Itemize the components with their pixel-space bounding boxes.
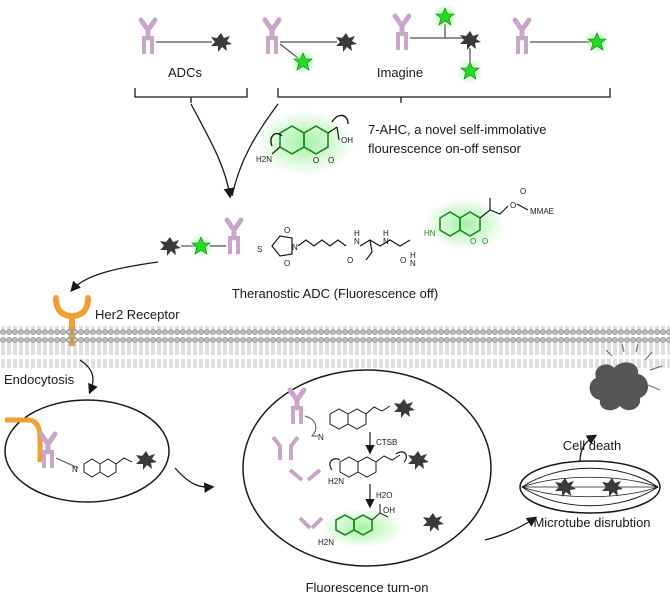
mmae-label: MMAE <box>530 207 554 216</box>
h2o-label: H2O <box>376 491 392 500</box>
antibody-icon <box>41 434 55 468</box>
imagine-bracket <box>277 88 611 98</box>
imagine-to-theranostic-arrow <box>231 103 279 197</box>
cell-membrane <box>0 326 670 368</box>
endocytosis-arrow <box>79 359 98 395</box>
amide2-n-label: N <box>383 237 389 246</box>
explosion-icon <box>589 343 663 411</box>
antibody-fragment-icon <box>271 435 300 460</box>
endosome-to-lysosome-arrow <box>174 467 215 493</box>
payload-icon <box>160 237 181 256</box>
payload-icon <box>602 478 623 497</box>
adcs-to-theranostic-arrow <box>190 103 234 199</box>
amide3-n-label: N <box>410 259 416 268</box>
adc-to-receptor-arrow <box>70 261 159 292</box>
n-label: N <box>72 465 78 474</box>
7-ahc-molecule: OH H2N O O <box>255 110 355 176</box>
maleimide-n-label: N <box>292 243 298 252</box>
lysosome-to-microtubule-arrow <box>484 516 538 541</box>
payload-icon <box>460 31 481 50</box>
theranostic-adc: S O O N H N O H N O H N HN O O O O MMAE <box>160 187 554 268</box>
payload-icon <box>423 513 444 532</box>
lysosome: N CTSB H2N H2O OH H2N <box>242 369 492 567</box>
antibody-icon <box>141 20 155 54</box>
ester-carbonyl-o-label: O <box>520 187 526 196</box>
her2-receptor-icon <box>5 417 43 462</box>
antibody-icon <box>227 220 241 254</box>
microtubule-to-death-arrow <box>579 434 598 463</box>
antibody-fragment-icon <box>298 516 324 530</box>
imagine-construct-1 <box>265 20 357 75</box>
antibody-icon <box>265 20 279 54</box>
endosome: N <box>4 399 170 503</box>
hn-label: HN <box>424 229 436 238</box>
theranostic-label: Theranostic ADC (Fluorescence off) <box>232 286 438 301</box>
antibody-icon <box>395 16 409 50</box>
sensor-title-line1: 7-AHC, a novel self-immolative <box>368 122 546 137</box>
her2-label: Her2 Receptor <box>95 307 180 322</box>
cell-death-label: Cell death <box>563 438 622 453</box>
ester-o-label: O <box>510 201 516 210</box>
payload-icon <box>211 33 232 52</box>
maleimide-o1-label: O <box>284 226 290 235</box>
maleimide-o2-label: O <box>284 259 290 268</box>
h2n-label: H2N <box>256 155 272 164</box>
oh-label: OH <box>341 136 353 145</box>
h2n-label: H2N <box>318 538 334 547</box>
ring-oxygen-label: O <box>313 156 319 165</box>
amide2-o-label: O <box>400 256 406 265</box>
fluorescence-turn-on-label: Fluorescence turn-on <box>306 580 429 595</box>
ctsb-label: CTSB <box>376 438 397 447</box>
amide2-h-label: H <box>383 229 389 238</box>
carbonyl-o-green-label: O <box>482 237 488 246</box>
adcs-bracket <box>134 88 248 98</box>
microtubule-spindle <box>519 460 661 514</box>
adc-construct <box>141 20 232 54</box>
payload-icon <box>336 33 357 52</box>
carbonyl-oxygen-label: O <box>328 156 334 165</box>
amide1-h-label: H <box>354 229 360 238</box>
payload-icon <box>394 399 415 418</box>
microtube-label: Microtube disrubtion <box>533 515 650 530</box>
imagine-label: Imagine <box>377 65 423 80</box>
oh-label: OH <box>383 506 395 515</box>
amide1-o-label: O <box>347 256 353 265</box>
sensor-title-line2: flourescence on-off sensor <box>368 141 522 156</box>
payload-icon <box>408 451 429 470</box>
n-label: N <box>318 433 324 442</box>
antibody-fragment-icon <box>288 468 304 482</box>
antibody-fragment-icon <box>306 468 322 482</box>
imagine-construct-2 <box>395 4 483 84</box>
endocytosis-label: Endocytosis <box>4 372 75 387</box>
adcs-label: ADCs <box>168 65 202 80</box>
antibody-icon <box>290 390 304 424</box>
ring-o-green-label: O <box>470 237 476 246</box>
imagine-construct-3 <box>515 20 610 55</box>
payload-icon <box>136 451 157 470</box>
amide1-n-label: N <box>354 237 360 246</box>
amide3-h-label: H <box>410 251 416 260</box>
sulfur-label: S <box>257 245 262 254</box>
h2n-label: H2N <box>328 477 344 486</box>
payload-icon <box>555 478 576 497</box>
antibody-icon <box>515 20 529 54</box>
